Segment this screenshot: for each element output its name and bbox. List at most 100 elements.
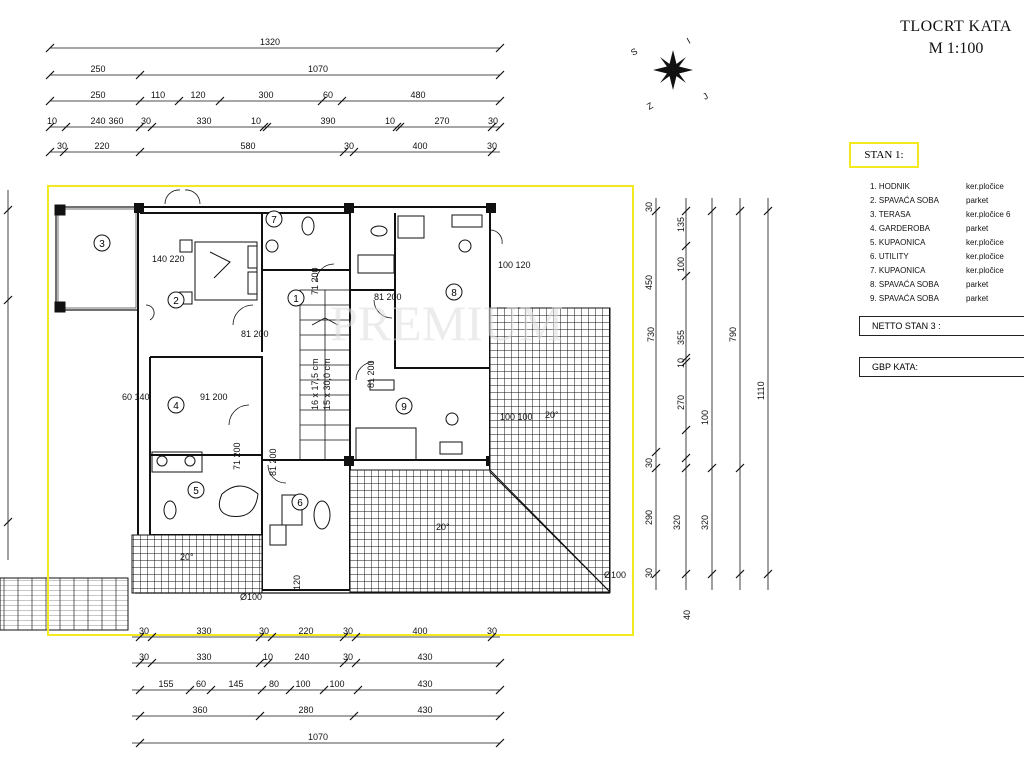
svg-text:60: 60: [323, 90, 333, 100]
svg-text:240: 240: [294, 652, 309, 662]
svg-text:Ø100: Ø100: [604, 570, 626, 580]
room-marker-5: 5: [187, 481, 205, 499]
netto-label: NETTO STAN 3 :: [872, 321, 941, 331]
svg-text:30: 30: [644, 568, 654, 578]
svg-text:60 140: 60 140: [122, 392, 150, 402]
svg-text:7: 7: [271, 215, 277, 226]
svg-text:450: 450: [644, 275, 654, 290]
svg-text:430: 430: [417, 705, 432, 715]
svg-text:400: 400: [412, 626, 427, 636]
svg-text:10: 10: [251, 116, 261, 126]
top-dimension-labels: 1320 250 1070 250 110 120 300 60 480 10 …: [47, 37, 498, 151]
svg-text:30: 30: [344, 141, 354, 151]
svg-text:330: 330: [196, 626, 211, 636]
svg-text:30: 30: [57, 141, 67, 151]
svg-text:2: 2: [173, 296, 179, 307]
svg-text:300: 300: [258, 90, 273, 100]
svg-text:100: 100: [295, 679, 310, 689]
svg-text:220: 220: [298, 626, 313, 636]
svg-text:480: 480: [410, 90, 425, 100]
stan-label: STAN 1:: [849, 142, 919, 168]
svg-text:30: 30: [343, 652, 353, 662]
svg-text:30: 30: [139, 626, 149, 636]
right-dimensions: [651, 198, 773, 590]
svg-text:6: 6: [297, 498, 303, 509]
svg-text:320: 320: [672, 515, 682, 530]
room-marker-3: 3: [93, 234, 111, 252]
svg-text:30: 30: [644, 202, 654, 212]
svg-text:320: 320: [700, 515, 710, 530]
netto-area-box: NETTO STAN 3 :: [859, 316, 1024, 336]
svg-text:1: 1: [293, 294, 299, 305]
svg-text:80: 80: [269, 679, 279, 689]
room-marker-7: 7: [265, 210, 283, 228]
title-line-1: TLOCRT KATA: [900, 18, 1012, 35]
svg-text:81 200: 81 200: [268, 448, 278, 476]
svg-text:1070: 1070: [308, 732, 328, 742]
left-edge-dimensions: [3, 190, 13, 560]
svg-text:81 200: 81 200: [374, 292, 402, 302]
svg-text:3: 3: [99, 239, 105, 250]
svg-text:20°: 20°: [545, 410, 559, 420]
svg-text:30: 30: [644, 458, 654, 468]
svg-text:390: 390: [320, 116, 335, 126]
svg-text:220: 220: [94, 141, 109, 151]
svg-text:10: 10: [385, 116, 395, 126]
svg-text:1070: 1070: [308, 64, 328, 74]
svg-text:91 200: 91 200: [200, 392, 228, 402]
roof-tiles: [131, 307, 611, 594]
svg-text:Z: Z: [645, 100, 655, 112]
svg-text:9: 9: [401, 402, 407, 413]
svg-text:30: 30: [343, 626, 353, 636]
svg-text:145: 145: [228, 679, 243, 689]
gbp-area-box: GBP KATA:: [859, 357, 1024, 377]
svg-text:30: 30: [487, 626, 497, 636]
svg-text:Ø100: Ø100: [240, 592, 262, 602]
svg-text:30: 30: [141, 116, 151, 126]
svg-text:360: 360: [192, 705, 207, 715]
svg-text:30: 30: [139, 652, 149, 662]
svg-text:1110: 1110: [756, 381, 766, 400]
door-swings: [145, 189, 503, 484]
svg-text:100 120: 100 120: [498, 260, 531, 270]
compass-rose-icon: S I Z J: [629, 36, 710, 112]
room-number-markers: 1 2 3 4 5 6 7 8 9: [93, 210, 463, 511]
watermark-text: PREMIUM: [330, 295, 563, 351]
svg-text:330: 330: [196, 116, 211, 126]
svg-text:5: 5: [193, 486, 199, 497]
top-dimensions: [45, 43, 505, 157]
svg-text:250: 250: [90, 64, 105, 74]
room-marker-2: 2: [167, 291, 185, 309]
svg-text:355: 355: [676, 330, 686, 345]
svg-text:580: 580: [240, 141, 255, 151]
staircase: [299, 289, 351, 461]
svg-text:790: 790: [728, 327, 738, 342]
bottom-dimension-labels: 30 330 30 220 30 400 30 30 330 10 240 30…: [139, 626, 497, 742]
svg-text:10: 10: [676, 358, 686, 368]
svg-text:10: 10: [47, 116, 57, 126]
svg-text:40: 40: [682, 610, 692, 620]
svg-text:I: I: [685, 36, 692, 46]
exterior-deck: [0, 577, 129, 631]
svg-text:81 200: 81 200: [366, 360, 376, 388]
svg-text:30: 30: [259, 626, 269, 636]
dim-top-1: 1320: [260, 37, 280, 47]
svg-text:20°: 20°: [180, 552, 194, 562]
svg-text:J: J: [701, 91, 710, 102]
svg-text:430: 430: [417, 679, 432, 689]
svg-text:71 200: 71 200: [310, 267, 320, 295]
svg-text:60: 60: [196, 679, 206, 689]
drawing-title: TLOCRT KATA M 1:100: [888, 18, 1024, 58]
svg-text:290: 290: [644, 510, 654, 525]
room-marker-8: 8: [445, 283, 463, 301]
svg-text:100: 100: [676, 257, 686, 272]
svg-text:155: 155: [158, 679, 173, 689]
